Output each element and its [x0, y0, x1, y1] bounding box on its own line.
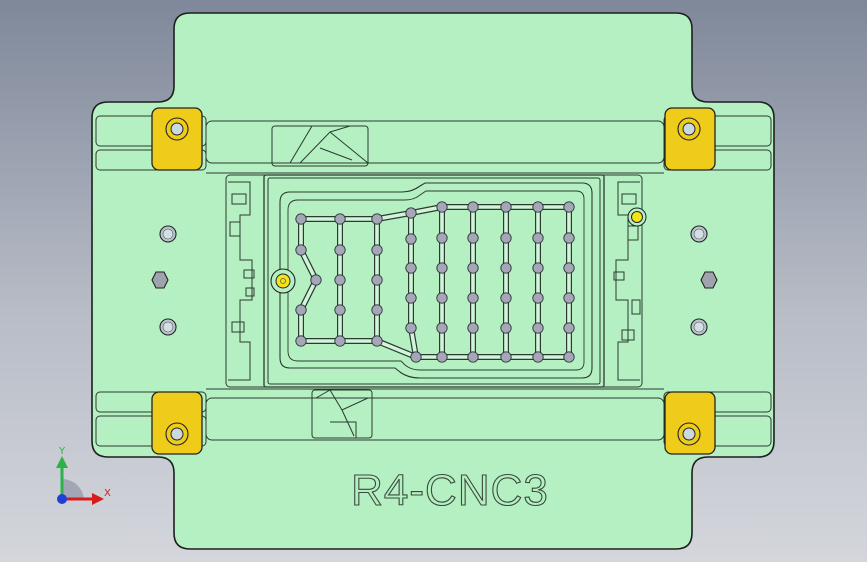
- ejector-pin: [532, 322, 544, 334]
- axis-triad: Y X: [56, 446, 111, 505]
- ejector-pin: [467, 292, 479, 304]
- pad-bottom-left: [151, 391, 203, 455]
- ejector-pin: [334, 213, 346, 225]
- ejector-pin: [467, 201, 479, 213]
- ejector-pin: [532, 292, 544, 304]
- cavity-inner-outline: [287, 190, 585, 371]
- ejector-pin: [436, 232, 448, 244]
- ejector-pin: [371, 213, 383, 225]
- side-holes: [151, 225, 718, 336]
- ejector-pin: [405, 233, 417, 245]
- ejector-pin: [563, 351, 575, 363]
- ejector-pin: [436, 201, 448, 213]
- y-axis-label: Y: [58, 446, 66, 457]
- hex-left: [151, 271, 169, 289]
- ejector-pin: [295, 304, 307, 316]
- ejector-pin: [500, 322, 512, 334]
- ejector-pin: [563, 201, 575, 213]
- ejector-pin: [334, 274, 346, 286]
- ejector-pin: [436, 292, 448, 304]
- gate-left: [270, 268, 296, 294]
- ejector-pin: [334, 335, 346, 347]
- ejector-pin: [563, 322, 575, 334]
- z-axis-dot-icon: [57, 494, 67, 504]
- cavity-outline: [279, 182, 593, 379]
- ejector-pin: [436, 322, 448, 334]
- ejector-pin: [467, 262, 479, 274]
- x-axis-arrow-icon: [92, 493, 104, 505]
- pad-top-left: [151, 107, 203, 171]
- ejector-pin: [295, 335, 307, 347]
- mold-base-body: [91, 12, 775, 550]
- ejector-pin: [295, 244, 307, 256]
- ejector-pin: [467, 322, 479, 334]
- ejector-pin: [500, 292, 512, 304]
- pin-grid: [295, 201, 575, 363]
- ejector-pin: [500, 351, 512, 363]
- bottom-wedge-slot: [205, 389, 665, 441]
- ejector-pin: [436, 262, 448, 274]
- ejector-pin: [371, 244, 383, 256]
- ejector-pin: [532, 232, 544, 244]
- gate-right: [627, 207, 647, 227]
- ejector-pin: [405, 207, 417, 219]
- ejector-pin: [405, 262, 417, 274]
- pad-top-right: [664, 107, 716, 171]
- ejector-pin: [334, 244, 346, 256]
- ejector-pin: [410, 351, 422, 363]
- corner-pads: [151, 107, 716, 455]
- insert-block: [225, 174, 643, 388]
- pad-bottom-right: [664, 391, 716, 455]
- ejector-pin: [532, 262, 544, 274]
- ejector-pin: [405, 292, 417, 304]
- pin-rail-fill: [375, 339, 418, 359]
- ejector-pin: [405, 322, 417, 334]
- ejector-pin: [500, 262, 512, 274]
- ejector-pin: [563, 292, 575, 304]
- x-axis-label: X: [104, 488, 111, 499]
- ejector-pin: [436, 351, 448, 363]
- ejector-pin: [371, 274, 383, 286]
- ejector-pin: [295, 213, 307, 225]
- ejector-pin: [532, 351, 544, 363]
- ejector-pin: [532, 201, 544, 213]
- ejector-pin: [371, 335, 383, 347]
- ejector-pin: [334, 304, 346, 316]
- hex-right: [700, 271, 718, 289]
- engraving-text: R4-CNC3: [351, 466, 549, 515]
- ejector-pin: [500, 201, 512, 213]
- ejector-pin: [371, 304, 383, 316]
- top-wedge-slot: [205, 120, 665, 167]
- pin-rail-fill: [375, 211, 413, 221]
- ejector-pin: [467, 232, 479, 244]
- ejector-pin: [310, 274, 322, 286]
- y-axis-arrow-icon: [56, 456, 68, 468]
- ejector-pin: [563, 232, 575, 244]
- ejector-pin: [500, 232, 512, 244]
- ejector-pin: [563, 262, 575, 274]
- ejector-pin: [467, 351, 479, 363]
